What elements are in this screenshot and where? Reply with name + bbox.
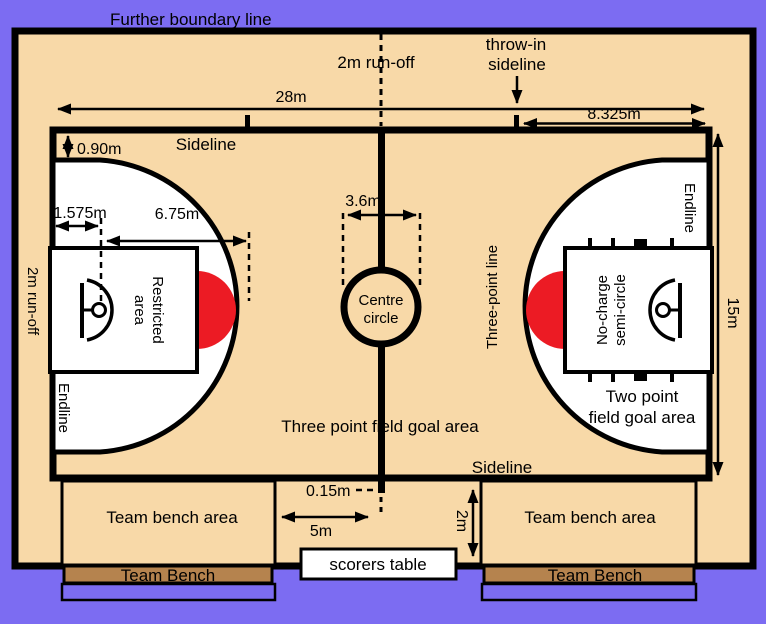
restricted-area-label-line1: Restricted [149, 276, 166, 344]
basket-right [648, 278, 682, 342]
lane-block-right-bottom [634, 372, 647, 381]
guide-lines [99, 213, 422, 492]
endline-left-label: Endline [55, 383, 72, 433]
sideline-bottom-label: Sideline [472, 458, 533, 477]
team-bench-area-left-label: Team bench area [106, 508, 238, 527]
scorers-table-rect [299, 547, 458, 581]
no-charge-arc-right [648, 278, 676, 342]
lane-block-right-top [634, 239, 647, 248]
team-bench-right-outline-rect [480, 582, 698, 602]
sideline-top-label: Sideline [176, 135, 237, 154]
three-point-line-label: Three-point line [484, 245, 501, 349]
two-point-area-label-line2: field goal area [589, 408, 696, 427]
dim-675m-label: 6.75m [155, 206, 199, 223]
throw-in-tick-right [514, 115, 519, 132]
restricted-area-right-rect [563, 246, 714, 374]
hoop-right [655, 302, 671, 318]
endline-right-label: Endline [681, 183, 698, 233]
dim-5m-label: 5m [310, 523, 332, 540]
two-point-area-label-line1: Two point [606, 387, 679, 406]
team-bench-left-outline-rect [60, 582, 277, 602]
free-throw-semicircle-right [526, 271, 565, 349]
dim-28m-label: 28m [275, 89, 306, 106]
free-throw-semicircle-left [197, 271, 236, 349]
no-charge-label: No-charge semi-circle [594, 274, 629, 346]
team-bench-right-label: Team Bench [548, 566, 643, 585]
team-bench-area-right-label: Team bench area [524, 508, 656, 527]
team-bench-left-label: Team Bench [121, 566, 216, 585]
further-boundary-line-label: Further boundary line [110, 10, 272, 29]
team-bench-area-right-rect [479, 479, 698, 567]
basket-left [80, 278, 114, 342]
throw-in-tick-left [245, 115, 250, 132]
dim-1575m-label: 1.575m [53, 205, 106, 222]
no-charge-label-line2: semi-circle [612, 274, 629, 346]
centre-circle-label-line1: Centre [358, 292, 403, 309]
dim-015m-label: 0.15m [306, 483, 350, 500]
no-charge-label-line1: No-charge [594, 275, 611, 345]
dim-36m-label: 3.6m [345, 193, 381, 210]
restricted-area-left-rect [48, 246, 199, 374]
scorers-table-label: scorers table [329, 555, 426, 574]
centre-circle [340, 266, 422, 348]
restricted-area-label: Restricted area [131, 276, 166, 344]
centre-circle-label-line2: circle [363, 310, 398, 327]
throw-in-label-line1: throw-in [486, 35, 546, 54]
restricted-area-label-line2: area [131, 295, 148, 326]
run-off-top-label: 2m run-off [337, 53, 414, 72]
no-charge-arc-left [86, 278, 114, 342]
dim-8325m-label: 8.325m [587, 106, 640, 123]
three-point-area-label: Three point field goal area [281, 417, 479, 436]
lane-markers-right [588, 238, 674, 382]
dim-15m-label: 15m [724, 297, 741, 328]
dim-2m-label: 2m [453, 510, 470, 532]
throw-in-label-line2: sideline [488, 55, 546, 74]
dim-090m-label: 0.90m [77, 141, 121, 158]
dimension-arrows [55, 76, 724, 557]
run-off-left-label: 2m run-off [24, 267, 41, 336]
hoop-left [91, 302, 107, 318]
